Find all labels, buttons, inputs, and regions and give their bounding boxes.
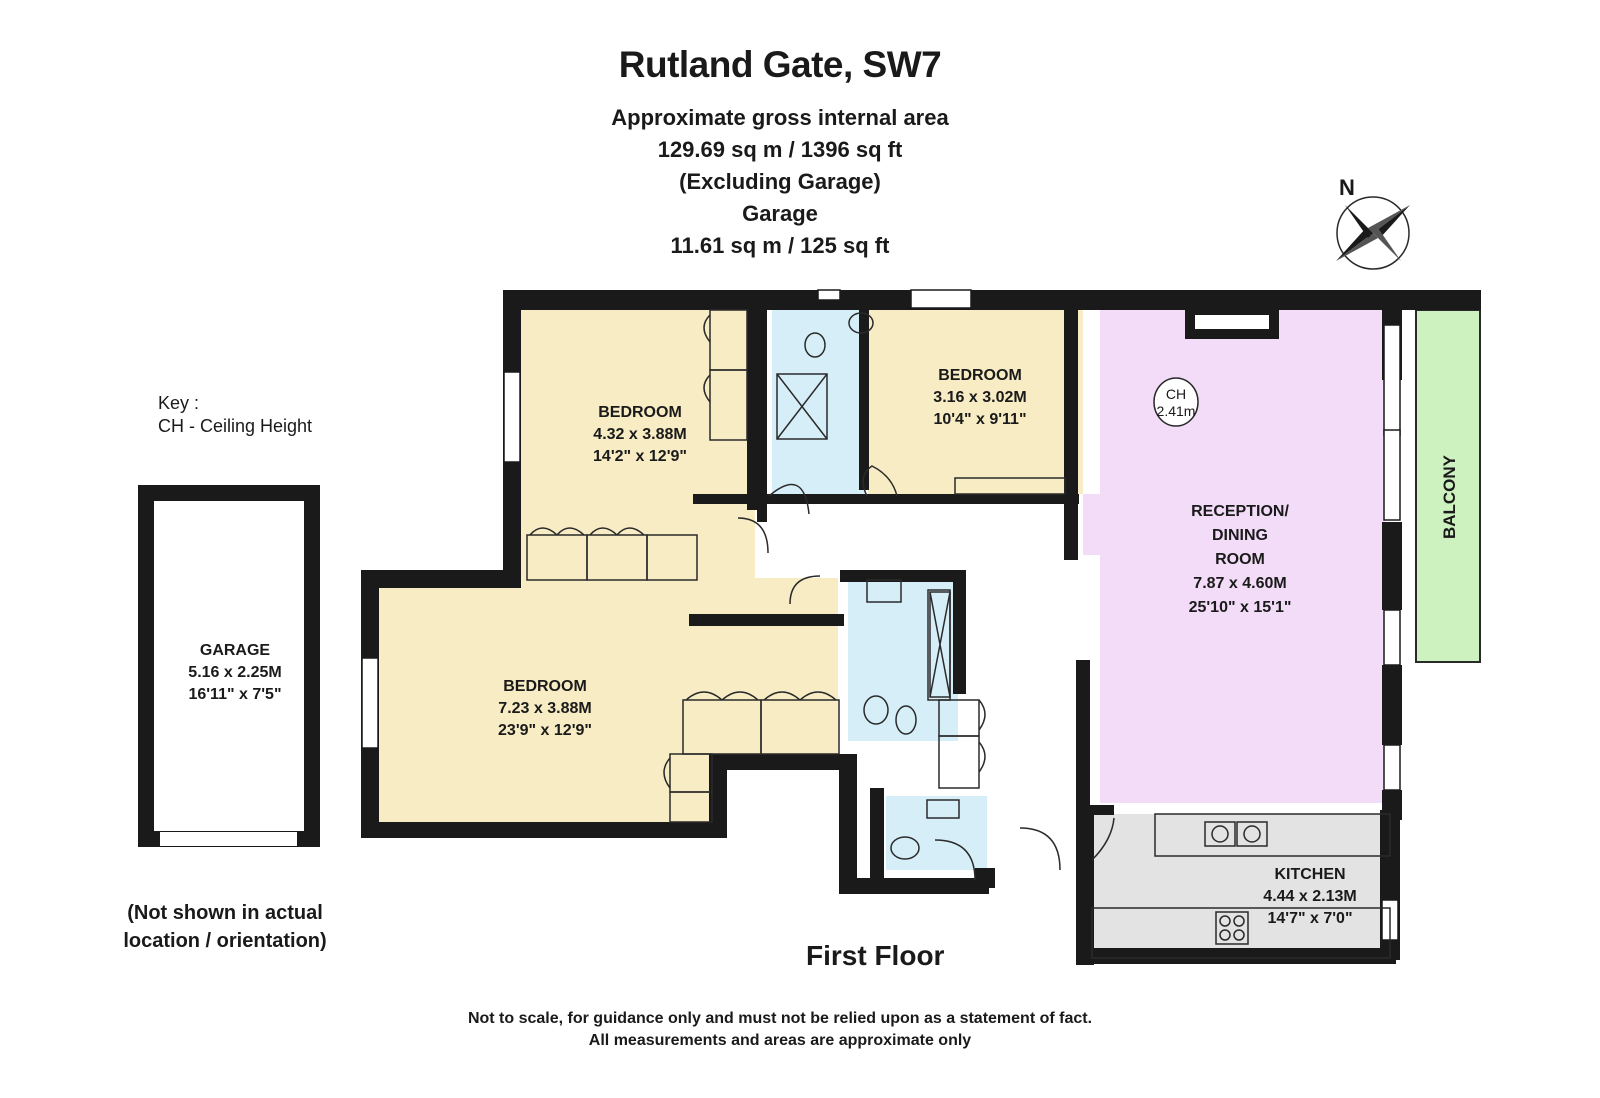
ceiling-height-badge	[1153, 377, 1199, 427]
kitchen-name: KITCHEN	[1274, 866, 1346, 883]
wc-fill	[886, 796, 987, 870]
floor-label: First Floor	[806, 940, 945, 971]
ceiling-height-label: CH	[1165, 386, 1187, 402]
bedroom-3-label: BEDROOM 7.23 x 3.88M 23'9" x 12'9"	[480, 676, 610, 742]
garage-note-line-2: location / orientation)	[123, 930, 327, 952]
reception-imperial: 25'10" x 15'1"	[1188, 599, 1292, 616]
garage-note-line-1: (Not shown in actual	[127, 902, 323, 924]
area-caption: Approximate gross internal area	[611, 105, 949, 130]
fittings	[526, 309, 1391, 959]
bedroom-2-name: BEDROOM	[938, 367, 1022, 384]
kitchen-label: KITCHEN 4.44 x 2.13M 14'7" x 7'0"	[1245, 864, 1375, 930]
plan-title: Rutland Gate, SW7	[618, 44, 942, 85]
area-excluding: (Excluding Garage)	[679, 169, 881, 194]
reception-name-2: DINING	[1212, 527, 1268, 544]
key-entry: CH - Ceiling Height	[158, 416, 313, 436]
reception-name-1: RECEPTION/	[1191, 503, 1289, 520]
bedroom-1-metric: 4.32 x 3.88M	[593, 426, 687, 443]
bedroom-2-fill	[868, 309, 1083, 494]
bedroom-3-name: BEDROOM	[503, 678, 587, 695]
garage-area: 11.61 sq m / 125 sq ft	[670, 233, 890, 258]
garage-note: (Not shown in actual location / orientat…	[120, 899, 330, 955]
bedroom-3-fill	[370, 578, 838, 826]
kitchen-imperial: 14'7" x 7'0"	[1267, 910, 1353, 927]
reception-name-3: ROOM	[1215, 551, 1265, 568]
bathroom-1-fill	[772, 309, 865, 494]
bedroom-2-metric: 3.16 x 3.02M	[933, 389, 1027, 406]
key-title: Key :	[158, 393, 200, 413]
bedroom-1-name: BEDROOM	[598, 404, 682, 421]
bathroom-2-fill	[848, 578, 958, 741]
balcony-label: BALCONY	[1440, 454, 1459, 540]
garage-name: GARAGE	[199, 642, 271, 659]
reception-metric: 7.87 x 4.60M	[1193, 575, 1287, 592]
bedroom-2-imperial: 10'4" x 9'11"	[933, 411, 1027, 428]
area-main: 129.69 sq m / 1396 sq ft	[657, 137, 903, 162]
bedroom-2-label: BEDROOM 3.16 x 3.02M 10'4" x 9'11"	[920, 365, 1040, 431]
bedroom-3-metric: 7.23 x 3.88M	[498, 700, 592, 717]
reception-fill	[1083, 309, 1385, 803]
ceiling-height-value: 2.41m	[1156, 403, 1196, 419]
windows	[361, 289, 1401, 941]
ceiling-height: CH 2.41m	[1150, 386, 1202, 420]
garage-imperial: 16'11" x 7'5"	[188, 686, 282, 703]
disclaimer-line-1: Not to scale, for guidance only and must…	[467, 1010, 1093, 1027]
garage-label: GARAGE 5.16 x 2.25M 16'11" x 7'5"	[170, 640, 300, 706]
compass-rose-icon	[1336, 196, 1410, 270]
garage-outline	[138, 485, 320, 847]
bedroom-1-fill	[512, 299, 755, 598]
bedroom-1-imperial: 14'2" x 12'9"	[593, 448, 687, 465]
bedroom-3-imperial: 23'9" x 12'9"	[498, 722, 592, 739]
north-label: N	[1339, 175, 1355, 200]
garage-caption: Garage	[742, 201, 818, 226]
bedroom-1-label: BEDROOM 4.32 x 3.88M 14'2" x 12'9"	[575, 402, 705, 468]
kitchen-metric: 4.44 x 2.13M	[1263, 888, 1357, 905]
garage-metric: 5.16 x 2.25M	[188, 664, 282, 681]
reception-label: RECEPTION/ DINING ROOM 7.87 x 4.60M 25'1…	[1170, 500, 1310, 620]
disclaimer-line-2: All measurements and areas are approxima…	[588, 1032, 972, 1049]
